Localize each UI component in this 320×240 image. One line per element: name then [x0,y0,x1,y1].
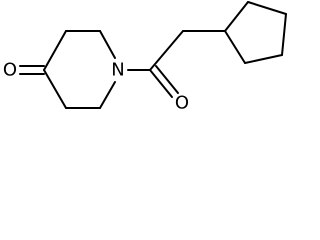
ketone-double-bond [19,65,45,75]
molecule-structure: O N O [3,1,287,114]
atom-nitrogen: N [111,60,124,81]
cyclopentane-ring [224,1,287,64]
bond-ring-n-c2b [99,81,116,109]
bond-ring-c4-c3a [43,30,67,71]
amide-double-bond [149,65,179,98]
bond-ring-c2a-n [99,30,116,59]
bond-ring-c3b-c4 [43,69,67,109]
piperidinone-ring [43,30,116,109]
atom-oxygen-amide: O [175,93,189,114]
atom-oxygen-ketone: O [3,60,17,81]
bond-carbonyl-ch2 [149,30,184,71]
